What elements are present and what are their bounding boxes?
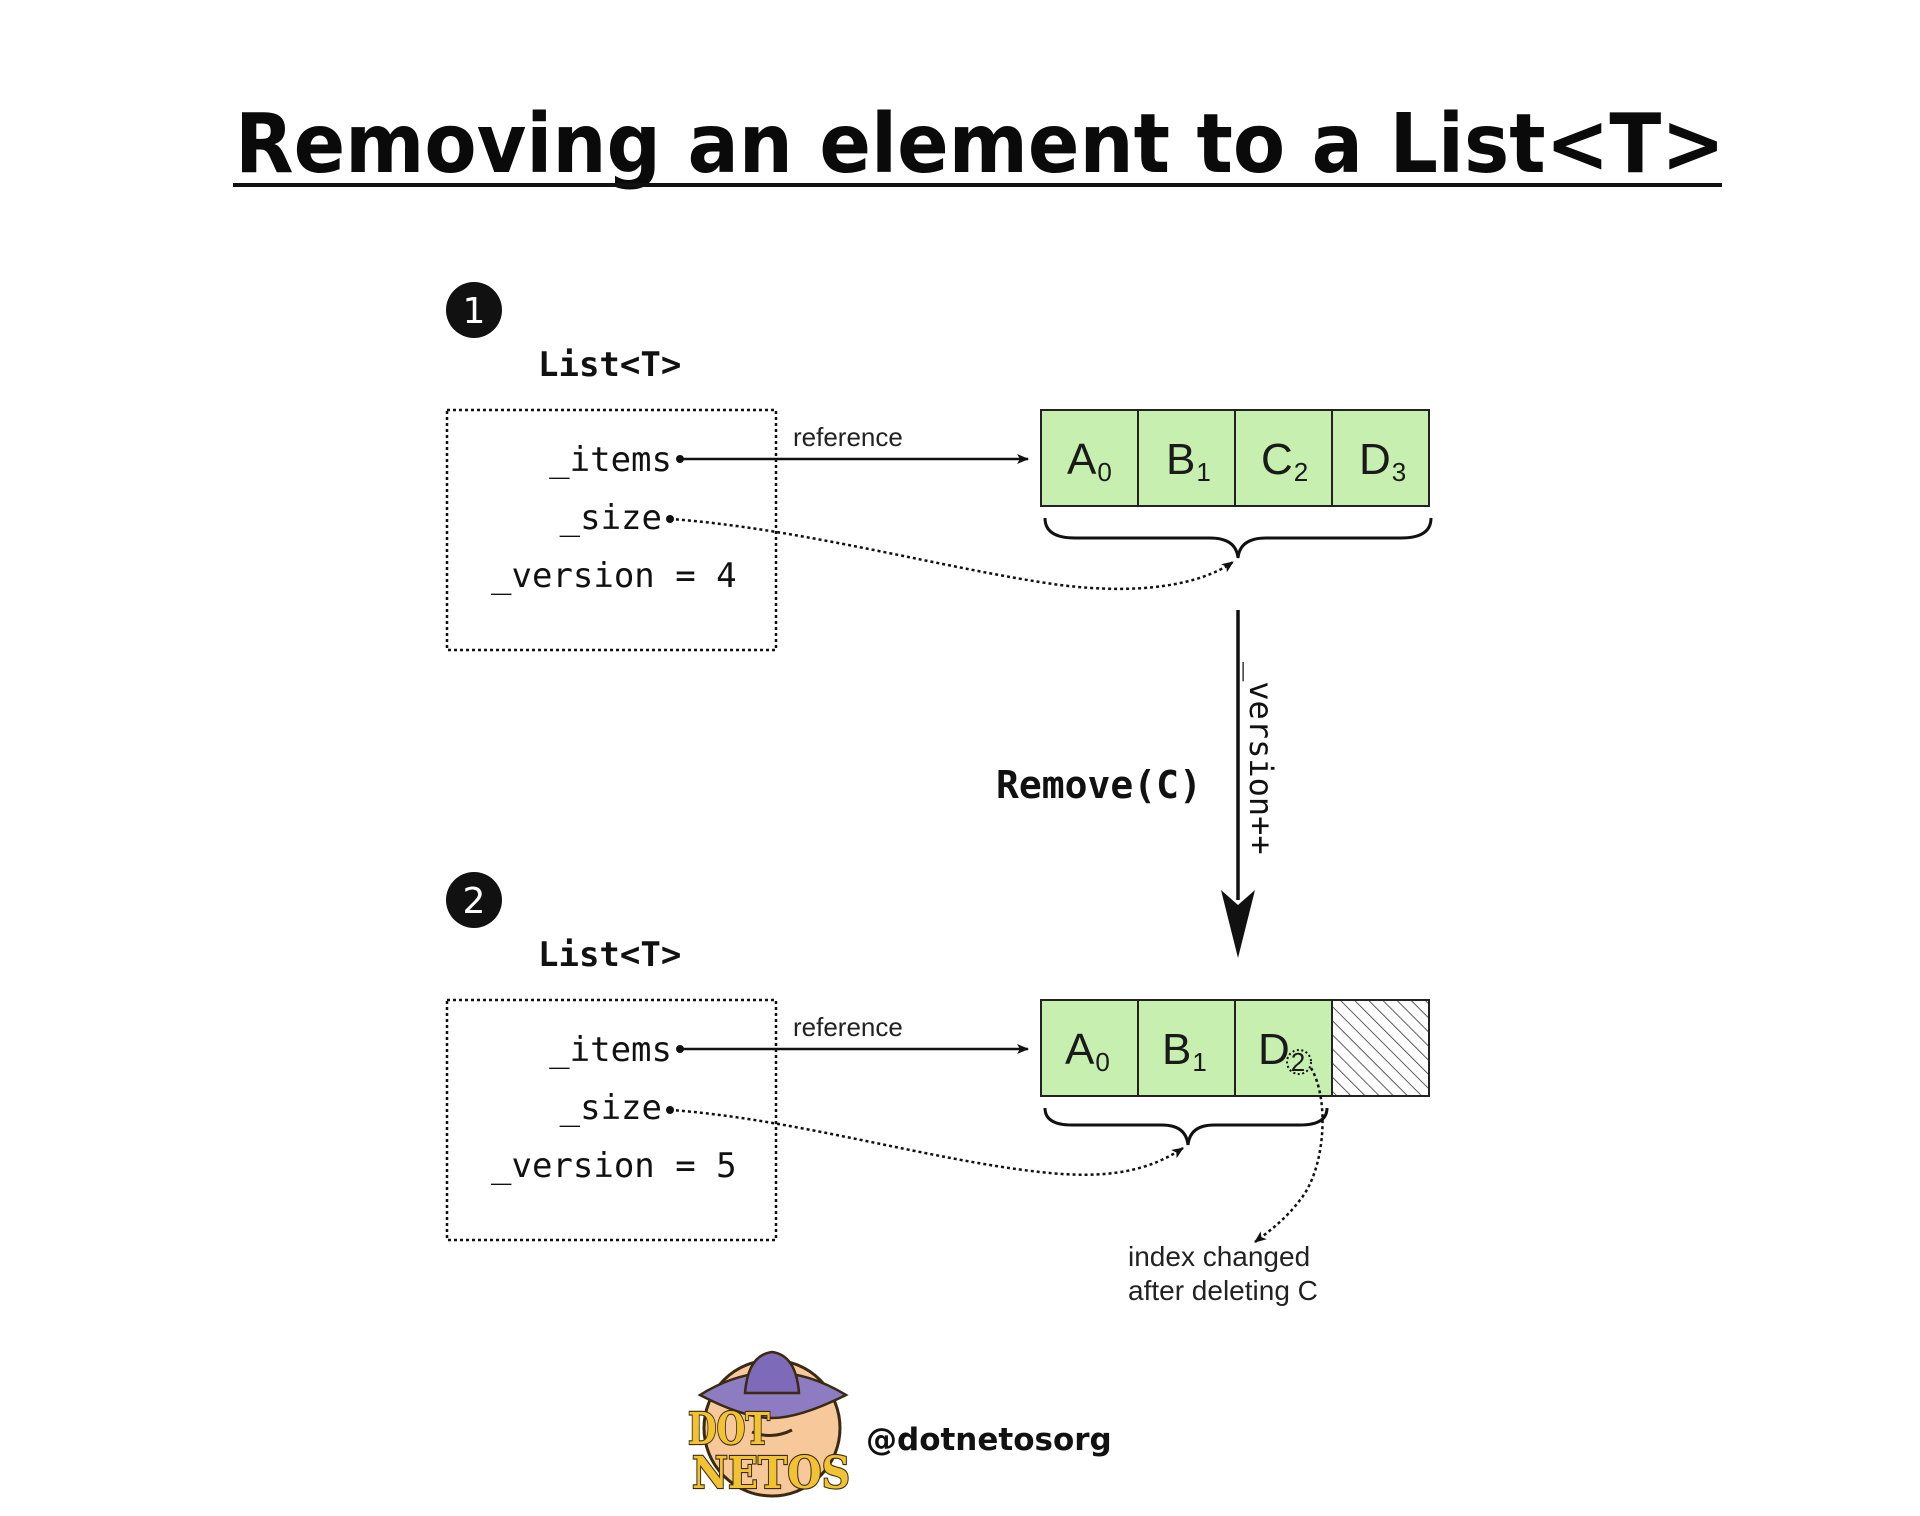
version-increment-arrowhead xyxy=(1221,890,1255,958)
svg-text:B1: B1 xyxy=(1162,1025,1207,1077)
step-1-cell-b xyxy=(1137,409,1236,507)
step-2-cell-a-index: 0 xyxy=(1095,1047,1109,1077)
remove-operation-label: Remove(C) xyxy=(996,763,1202,807)
step-2-cell-a-letter: A xyxy=(1065,1025,1095,1074)
step-2-field-size: _size xyxy=(560,1088,662,1128)
svg-text:D2: D2 xyxy=(1258,1025,1305,1077)
svg-text:A0: A0 xyxy=(1067,435,1112,487)
step-1-field-size: _size xyxy=(560,498,662,538)
mustache-icon xyxy=(751,1428,793,1437)
step-1-cell-b-index: 1 xyxy=(1196,457,1210,487)
logo-text-line2: NETOS xyxy=(692,1448,850,1499)
svg-text:D3: D3 xyxy=(1359,435,1406,487)
step-2-size-brace xyxy=(1043,1107,1329,1146)
sombrero-crown xyxy=(743,1350,801,1395)
step-1-array: A0 B1 C2 D3 xyxy=(1040,409,1430,507)
version-increment-label: _version++ xyxy=(1242,662,1280,855)
logo-text-line1: DOT xyxy=(688,1404,770,1455)
step-1-field-version: _version = 4 xyxy=(491,556,737,596)
step-2-field-version: _version = 5 xyxy=(491,1146,737,1186)
step-1-class-label: List<T> xyxy=(538,345,681,385)
step-1-object-box xyxy=(445,408,778,652)
step-1-cell-c-letter: C xyxy=(1261,435,1293,484)
step-2-size-arrow xyxy=(669,1108,1184,1176)
page-title: Removing an element to a List<T> xyxy=(235,97,1725,192)
step-2-cell-b xyxy=(1137,999,1236,1097)
step-2-cell-b-index: 1 xyxy=(1192,1047,1206,1077)
step-2-empty-cell xyxy=(1331,999,1430,1097)
step-1-badge xyxy=(446,282,502,338)
svg-text:A0: A0 xyxy=(1065,1025,1110,1077)
step-2: 2 List<T> _items _size _version = 5 refe… xyxy=(445,872,1430,1306)
step-1-size-brace xyxy=(1043,517,1433,559)
step-2-array: A0 B1 D2 xyxy=(1040,999,1430,1097)
index-change-note-line1: index changed xyxy=(1128,1241,1310,1272)
index-change-note-line2: after deleting C xyxy=(1128,1275,1318,1306)
step-2-object-box xyxy=(445,998,778,1242)
step-1-cell-d-index: 3 xyxy=(1392,457,1406,487)
step-1: 1 List<T> _items _size _version = 4 refe… xyxy=(445,282,1433,652)
step-1-cell-a-index: 0 xyxy=(1097,457,1111,487)
dotnetos-logo: DOT NETOS xyxy=(687,1350,851,1500)
step-2-cell-b-letter: B xyxy=(1162,1025,1191,1074)
social-handle: @dotnetosorg xyxy=(866,1422,1112,1458)
step-1-reference-label: reference xyxy=(793,422,903,452)
step-2-badge-number: 2 xyxy=(463,881,486,922)
step-1-cell-d xyxy=(1331,409,1430,507)
step-2-cell-d-letter: D xyxy=(1258,1025,1290,1074)
step-1-cell-c xyxy=(1234,409,1333,507)
step-2-class-label: List<T> xyxy=(538,935,681,975)
step-2-cell-d-index: 2 xyxy=(1291,1047,1305,1077)
step-1-cell-a-letter: A xyxy=(1067,435,1097,484)
changed-index-highlight xyxy=(1286,1049,1312,1075)
step-1-cell-d-letter: D xyxy=(1359,435,1391,484)
step-1-cell-c-index: 2 xyxy=(1294,457,1308,487)
step-2-reference-label: reference xyxy=(793,1012,903,1042)
step-1-field-items: _items xyxy=(549,440,672,480)
step-1-cell-b-letter: B xyxy=(1166,435,1195,484)
step-1-size-arrow xyxy=(669,517,1234,591)
step-2-badge xyxy=(446,872,502,928)
step-2-cell-a xyxy=(1040,999,1139,1097)
transition: _version++ Remove(C) xyxy=(996,610,1280,958)
step-2-field-items: _items xyxy=(549,1030,672,1070)
svg-text:B1: B1 xyxy=(1166,435,1211,487)
step-1-badge-number: 1 xyxy=(463,291,486,332)
index-change-arrow xyxy=(1254,1067,1324,1243)
svg-text:C2: C2 xyxy=(1261,435,1308,487)
